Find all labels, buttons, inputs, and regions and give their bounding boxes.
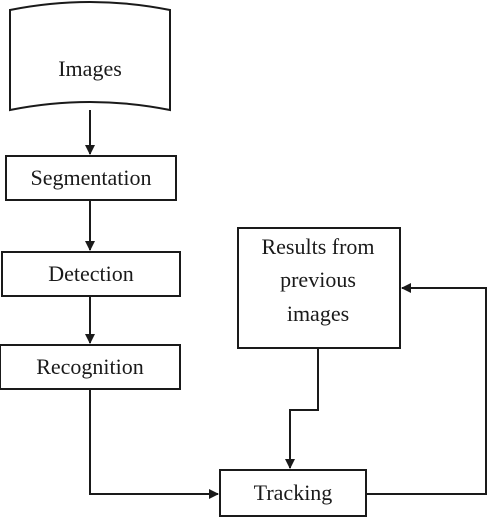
segmentation-box	[5, 155, 177, 201]
results-box	[237, 227, 401, 349]
segmentation-node: Segmentation	[5, 155, 177, 201]
detection-node: Detection	[1, 251, 181, 297]
images-node: Images	[9, 1, 171, 112]
images-label: Images	[58, 56, 122, 81]
recognition-node: Recognition	[0, 344, 181, 390]
tracking-node: Tracking	[219, 469, 367, 517]
tracking-label: Tracking	[254, 480, 333, 505]
detection-label: Detection	[48, 261, 134, 286]
edge-tracking-results-feedback	[366, 283, 487, 495]
results-label-line3: images	[287, 301, 349, 326]
segmentation-label: Segmentation	[31, 165, 152, 190]
edge-results-tracking	[285, 348, 319, 469]
results-node: Results from previous images	[237, 227, 401, 349]
recognition-label: Recognition	[36, 354, 144, 379]
results-label-line2: previous	[280, 267, 356, 292]
detection-box	[1, 251, 181, 297]
images-shape	[9, 1, 171, 112]
edge-recognition-tracking	[89, 389, 219, 499]
results-label-line1: Results from	[261, 234, 374, 259]
